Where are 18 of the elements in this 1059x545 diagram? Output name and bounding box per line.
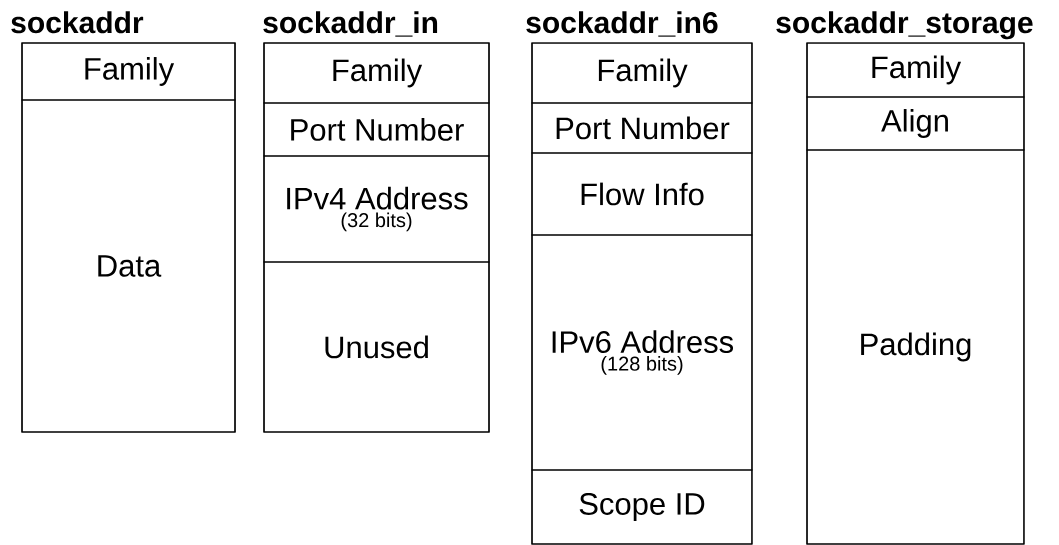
node-label: sockaddr_in [263,11,438,37]
field-box: Port Number [263,102,490,157]
field-box: Data [21,99,236,433]
field-box: Flow Info [531,152,753,236]
node-label: sockaddr [11,11,144,34]
node-label: sockaddr_storage [776,11,1033,40]
field-box: Align [806,96,1025,151]
field-box: Family [263,42,490,104]
field-box: Family [21,42,236,101]
node-label: sockaddr_in6 [526,11,718,37]
field-box: IPv6 Address (128 bits) [531,234,753,471]
field-box: Family [806,42,1025,98]
field-box: Unused [263,261,490,433]
field-box: IPv4 Address (32 bits) [263,155,490,263]
field-box: Family [531,42,753,104]
field-box: Scope ID [531,469,753,545]
field-box: Port Number [531,102,753,154]
field-box: Padding [806,149,1025,545]
